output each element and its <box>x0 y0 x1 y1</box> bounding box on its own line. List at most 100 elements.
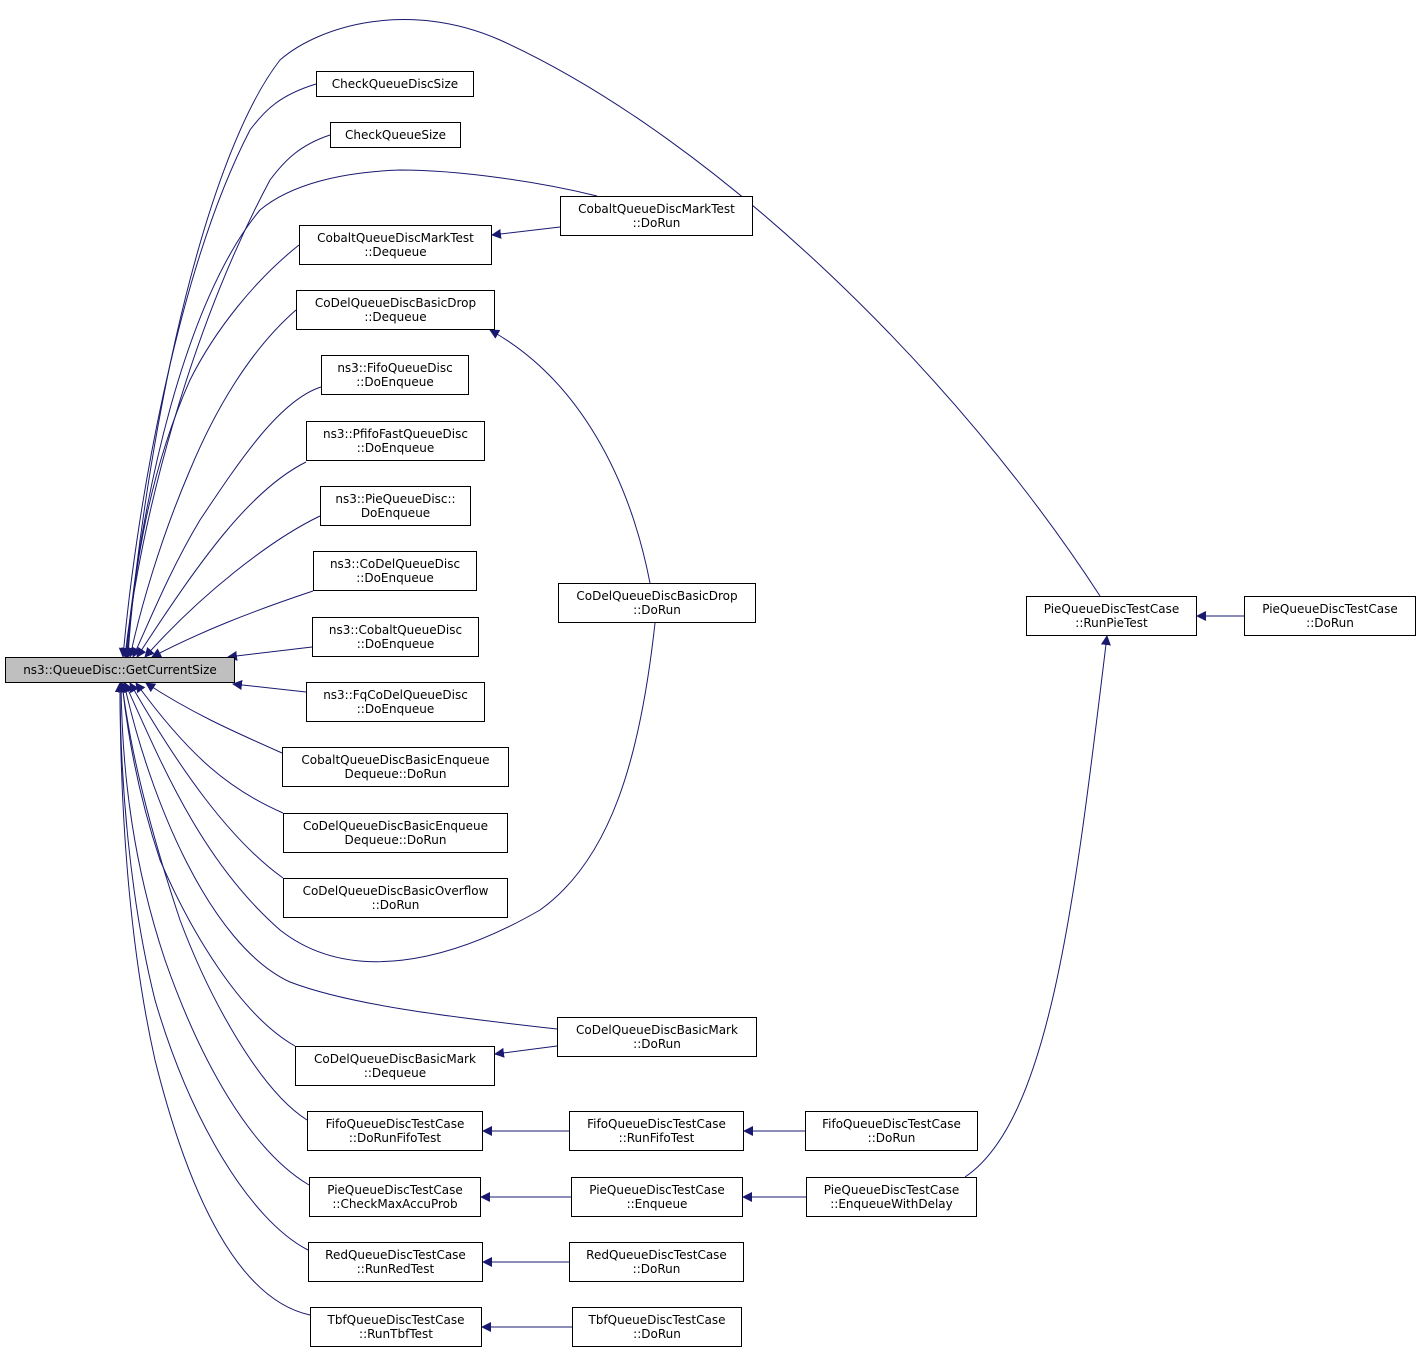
node-codel-doenqueue[interactable]: ns3::CoDelQueueDisc::DoEnqueue <box>313 551 477 591</box>
edge-codel-drop-dorun-to-codel-drop-dequeue <box>489 329 651 584</box>
node-codel-mark-dequeue[interactable]: CoDelQueueDiscBasicMark::Dequeue <box>295 1046 495 1086</box>
node-label-line: Dequeue::DoRun <box>344 767 447 781</box>
node-pie-checkmax[interactable]: PieQueueDiscTestCase::CheckMaxAccuProb <box>309 1177 481 1217</box>
node-label-line: ::DoEnqueue <box>356 441 435 455</box>
node-label-line: ::RunFifoTest <box>618 1131 695 1145</box>
node-label-line: RedQueueDiscTestCase <box>586 1248 727 1262</box>
edge-fifo-dorunfifotest-to-root <box>118 682 308 1121</box>
node-codel-mark-dorun[interactable]: CoDelQueueDiscBasicMark::DoRun <box>557 1017 757 1057</box>
edge-codel-overflow-to-root <box>129 682 284 879</box>
node-label-line: RedQueueDiscTestCase <box>325 1248 466 1262</box>
node-cobalt-mark-dorun[interactable]: CobaltQueueDiscMarkTest::DoRun <box>560 196 753 236</box>
node-label-line: PieQueueDiscTestCase <box>589 1183 725 1197</box>
edge-fifo-doenqueue-to-root <box>132 386 322 658</box>
node-label-line: FifoQueueDiscTestCase <box>325 1117 465 1131</box>
edge-codel-mark-dorun-to-root <box>121 682 558 1030</box>
node-label-line: PieQueueDiscTestCase <box>1262 602 1398 616</box>
edge-pie-runpietest-to-root <box>122 19 1101 658</box>
node-label-line: CoDelQueueDiscBasicMark <box>314 1052 476 1066</box>
node-label-line: ::DoRun <box>371 898 420 912</box>
node-codel-overflow[interactable]: CoDelQueueDiscBasicOverflow::DoRun <box>283 878 508 918</box>
node-label-line: CoDelQueueDiscBasicEnqueue <box>302 819 489 833</box>
node-label-line: PieQueueDiscTestCase <box>823 1183 960 1197</box>
node-label-line: ::DoRun <box>633 1327 681 1341</box>
node-check-q-size[interactable]: CheckQueueSize <box>330 122 461 148</box>
node-label-line: ::Enqueue <box>626 1197 688 1211</box>
edge-cobalt-mark-dorun-to-cobalt-mark-dequeue <box>491 226 561 239</box>
edge-cobalt-mark-dorun-to-root <box>121 169 598 658</box>
edge-cobalt-mark-dequeue-to-root <box>123 244 300 658</box>
node-label-line: CheckQueueSize <box>345 128 446 142</box>
node-label-line: CheckQueueDiscSize <box>331 77 459 91</box>
node-pie-tc-dorun[interactable]: PieQueueDiscTestCase::DoRun <box>1244 596 1416 636</box>
node-label-line: PieQueueDiscTestCase <box>327 1183 463 1197</box>
node-fqcodel-doenqueue[interactable]: ns3::FqCoDelQueueDisc::DoEnqueue <box>306 682 485 722</box>
edge-codel-mark-dorun-to-codel-mark-dequeue <box>494 1045 558 1058</box>
node-label-line: CobaltQueueDiscBasicEnqueue <box>301 753 490 767</box>
edge-red-runredtest-to-root <box>115 682 309 1251</box>
node-label-line: ::RunRedTest <box>356 1262 435 1276</box>
node-label-line: CoDelQueueDiscBasicDrop <box>314 296 477 310</box>
node-label-line: ::Dequeue <box>363 1066 427 1080</box>
node-label-line: ns3::CobaltQueueDisc <box>328 623 463 637</box>
node-label-line: TbfQueueDiscTestCase <box>327 1313 465 1327</box>
node-label-line: ::DoEnqueue <box>356 637 435 651</box>
node-label-line: ::DoRunFifoTest <box>348 1131 442 1145</box>
node-label-line: ::DoRun <box>632 1262 681 1276</box>
edge-codel-drop-dequeue-to-root <box>126 309 297 658</box>
node-fifo-dorunfifotest[interactable]: FifoQueueDiscTestCase::DoRunFifoTest <box>307 1111 483 1151</box>
edge-codel-mark-dequeue-to-root <box>117 682 296 1047</box>
node-label-line: ns3::FqCoDelQueueDisc <box>323 688 468 702</box>
node-pie-enqdelay[interactable]: PieQueueDiscTestCase::EnqueueWithDelay <box>806 1177 977 1217</box>
node-tbf-runtbftest[interactable]: TbfQueueDiscTestCase::RunTbfTest <box>310 1307 482 1347</box>
node-label-line: CobaltQueueDiscMarkTest <box>317 231 474 245</box>
node-label-line: ::DoEnqueue <box>356 571 434 585</box>
node-label-line: DoEnqueue <box>360 506 431 520</box>
node-cobalt-mark-dequeue[interactable]: CobaltQueueDiscMarkTest::Dequeue <box>299 225 492 265</box>
node-label-line: CobaltQueueDiscMarkTest <box>578 202 735 216</box>
node-tbf-tc-dorun[interactable]: TbfQueueDiscTestCase::DoRun <box>572 1307 742 1347</box>
node-label-line: CoDelQueueDiscBasicMark <box>576 1023 738 1037</box>
node-label-line: ::DoRun <box>633 603 681 617</box>
node-red-runredtest[interactable]: RedQueueDiscTestCase::RunRedTest <box>308 1242 483 1282</box>
node-label-line: ::RunTbfTest <box>359 1327 433 1341</box>
node-codel-drop-dequeue[interactable]: CoDelQueueDiscBasicDrop::Dequeue <box>296 290 495 330</box>
edge-codel-doenqueue-to-root <box>151 590 314 658</box>
node-label-line: PieQueueDiscTestCase <box>1043 602 1180 616</box>
node-label-line: ::DoRun <box>1306 616 1354 630</box>
edge-pie-doenqueue-to-root <box>144 515 321 658</box>
node-label-line: CoDelQueueDiscBasicDrop <box>576 589 738 603</box>
edge-codel-drop-dorun-to-root <box>124 622 656 963</box>
node-fifo-tc-dorun[interactable]: FifoQueueDiscTestCase::DoRun <box>805 1111 978 1151</box>
node-label-line: ::CheckMaxAccuProb <box>332 1197 458 1211</box>
edge-pie-enqdelay-to-pie-runpietest <box>964 635 1111 1178</box>
node-label-line: CoDelQueueDiscBasicOverflow <box>302 884 489 898</box>
node-pie-doenqueue[interactable]: ns3::PieQueueDisc::DoEnqueue <box>320 486 471 526</box>
node-label-line: FifoQueueDiscTestCase <box>822 1117 961 1131</box>
node-fifo-doenqueue[interactable]: ns3::FifoQueueDisc::DoEnqueue <box>321 355 469 395</box>
node-label-line: ns3::QueueDisc::GetCurrentSize <box>23 663 217 677</box>
node-cobalt-doenqueue[interactable]: ns3::CobaltQueueDisc::DoEnqueue <box>312 617 479 657</box>
node-label-line: ns3::CoDelQueueDisc <box>329 557 461 571</box>
node-label-line: ::DoEnqueue <box>356 375 434 389</box>
node-pfifo-doenqueue[interactable]: ns3::PfifoFastQueueDisc::DoEnqueue <box>306 421 485 461</box>
node-codel-drop-dorun[interactable]: CoDelQueueDiscBasicDrop::DoRun <box>558 583 756 623</box>
edge-codel-enq-deq-to-root <box>135 682 284 814</box>
edge-pie-checkmax-to-root <box>116 682 310 1186</box>
node-fifo-runfifotest[interactable]: FifoQueueDiscTestCase::RunFifoTest <box>569 1111 744 1151</box>
node-label-line: ::DoRun <box>632 216 681 230</box>
edge-check-q-size-to-root <box>121 134 331 658</box>
node-pie-runpietest[interactable]: PieQueueDiscTestCase::RunPieTest <box>1026 596 1197 636</box>
node-label-line: ::RunPieTest <box>1075 616 1148 630</box>
node-label-line: ::Dequeue <box>364 310 427 324</box>
node-check-qd-size[interactable]: CheckQueueDiscSize <box>316 71 474 97</box>
node-pie-enqueue[interactable]: PieQueueDiscTestCase::Enqueue <box>571 1177 743 1217</box>
node-root: ns3::QueueDisc::GetCurrentSize <box>5 657 235 683</box>
node-label-line: FifoQueueDiscTestCase <box>587 1117 726 1131</box>
node-label-line: TbfQueueDiscTestCase <box>588 1313 726 1327</box>
node-red-tc-dorun[interactable]: RedQueueDiscTestCase::DoRun <box>569 1242 744 1282</box>
edge-cobalt-doenqueue-to-root <box>227 646 313 661</box>
